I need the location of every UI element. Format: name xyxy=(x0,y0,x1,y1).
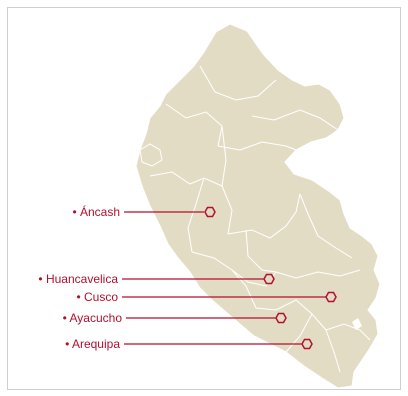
marker-label-ancash: • Áncash xyxy=(72,204,120,219)
hexagon-marker-icon[interactable] xyxy=(204,206,216,218)
marker-label-ayacucho: • Ayacucho xyxy=(63,311,123,325)
marker-label-huancavelica: • Huancavelica xyxy=(38,272,118,286)
marker-label-cusco: • Cusco xyxy=(76,290,118,304)
hexagon-marker-icon[interactable] xyxy=(301,338,313,350)
leader-lines xyxy=(122,211,326,345)
hexagon-marker-icon[interactable] xyxy=(275,312,287,324)
markers xyxy=(204,206,337,350)
northwest-coast-shape xyxy=(139,143,163,167)
hexagon-marker-icon[interactable] xyxy=(325,291,337,303)
marker-label-arequipa: • Arequipa xyxy=(65,337,120,351)
peru-land-shape xyxy=(135,23,381,389)
lake-titicaca-shape xyxy=(352,318,362,330)
hexagon-marker-icon[interactable] xyxy=(263,273,275,285)
